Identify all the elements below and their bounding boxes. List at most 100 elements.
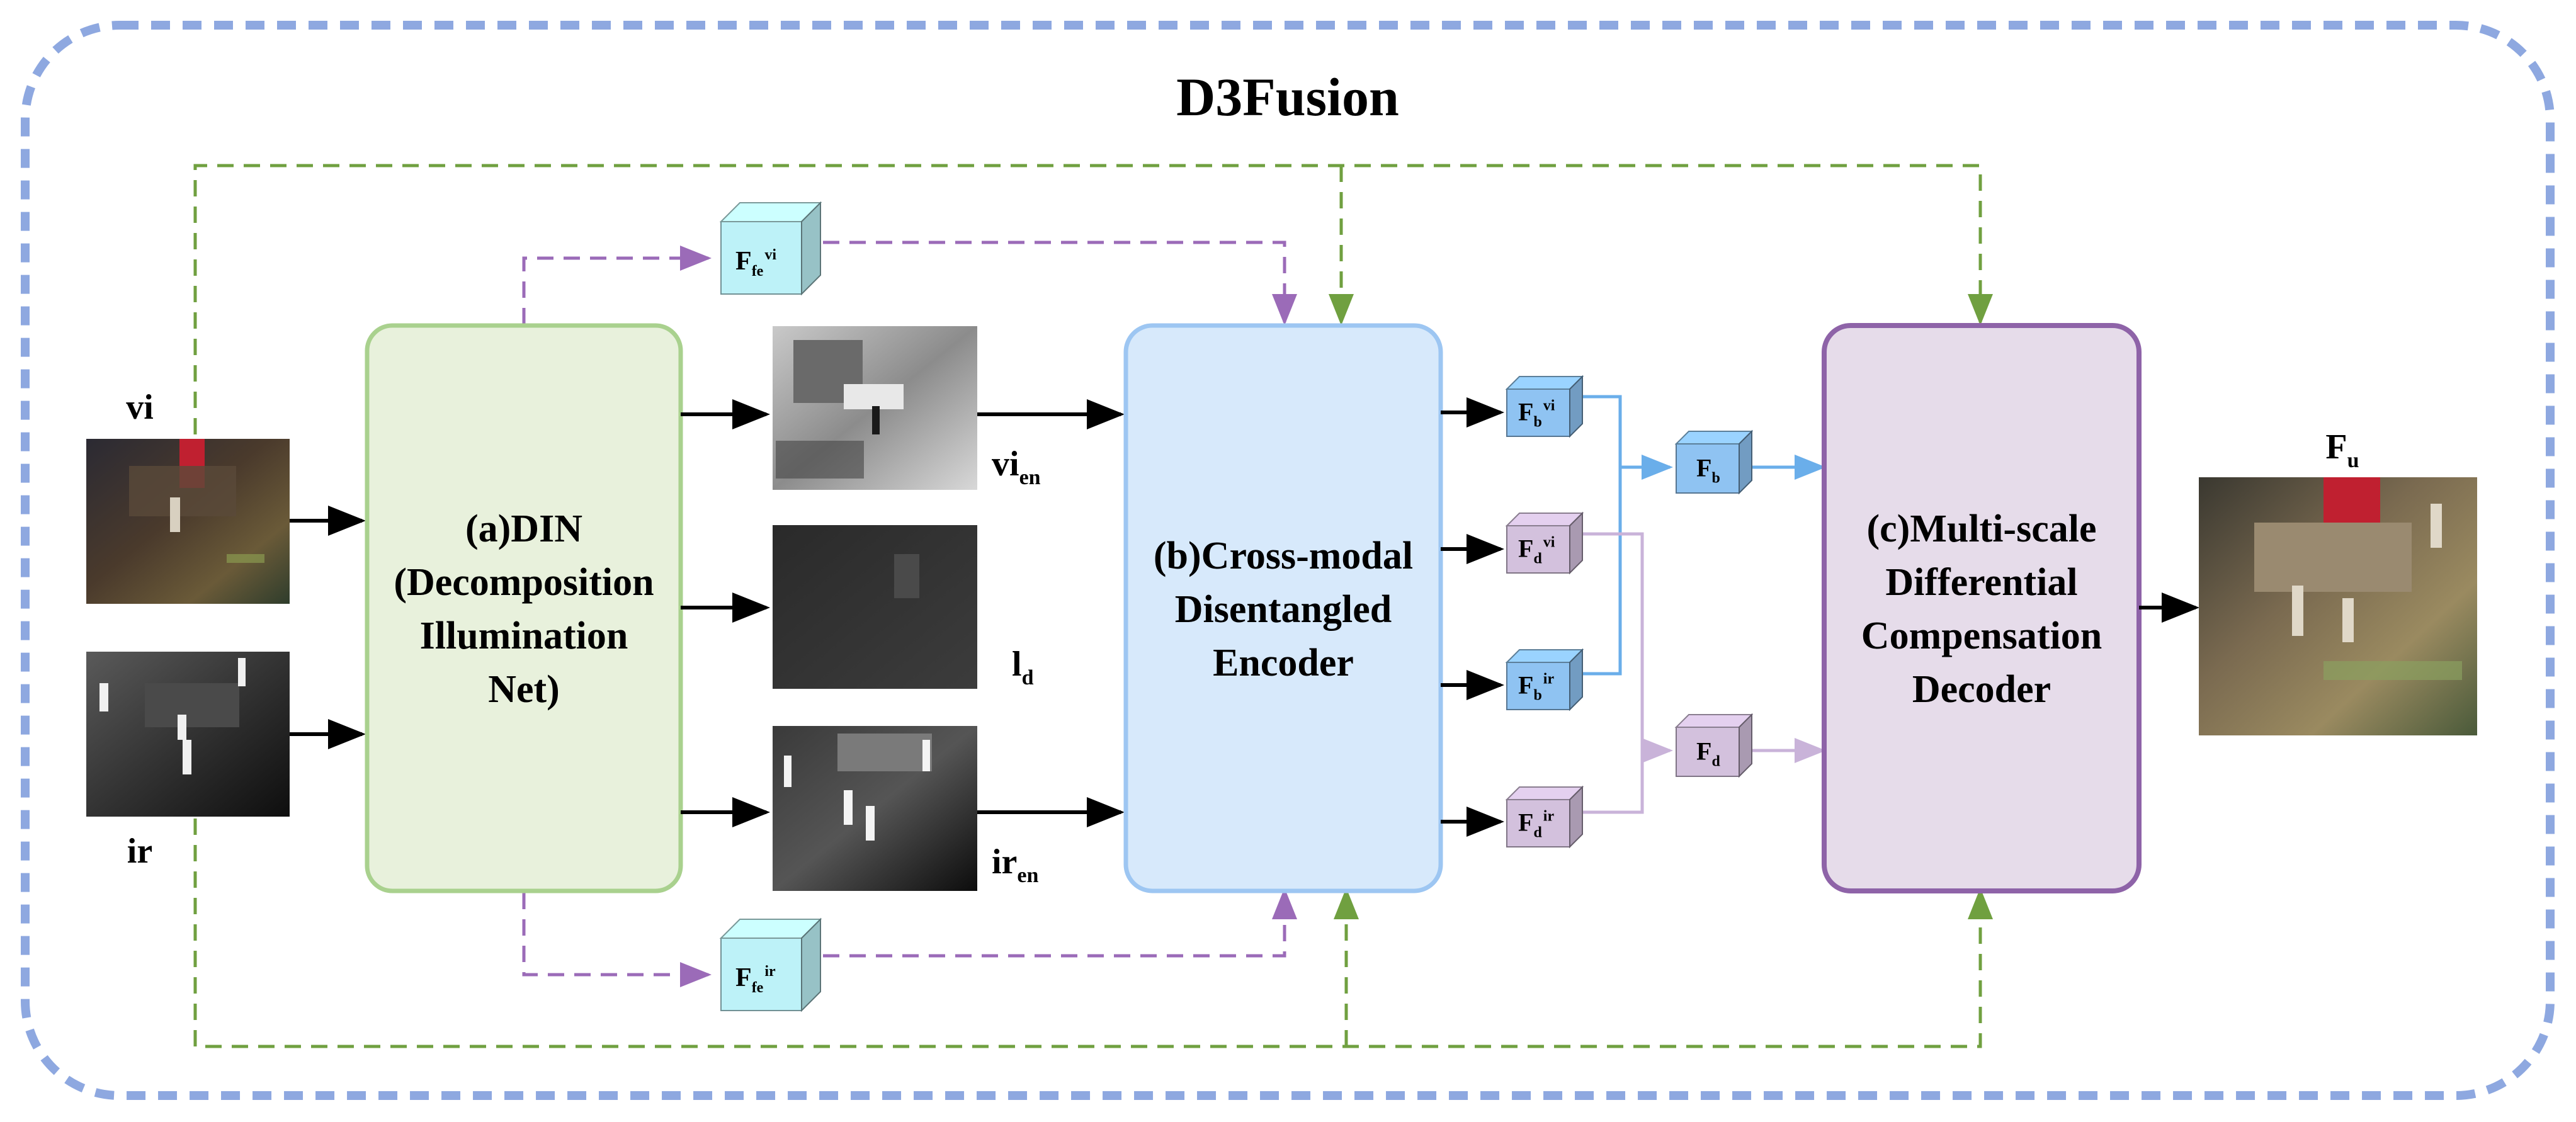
detail-merge-lines [1577,532,1826,814]
ffe-ir-cube-front [720,938,802,1011]
fu-label-base: F [2325,428,2347,467]
ffe-ir-to-encoder [823,888,1297,958]
decoder-line-1: (c)Multi-scale [1867,507,2097,550]
fb-vi-cube-label: Fbvi [1518,398,1555,431]
fu-label-sub: u [2347,449,2359,472]
ir-en-image [773,726,977,891]
ld-label-base: l [1012,645,1022,684]
ir-skip-bottom [193,819,1993,1048]
fb-vi-cube-label-base: F [1518,398,1533,426]
fd-vi-cube: Fdvi [1505,511,1584,575]
fb-ir-cube-side [1569,648,1583,711]
din-to-ffe-ir [522,893,712,987]
base-merge-lines [1577,395,1826,676]
din-line-2: (Decomposition [394,561,654,604]
vi-en-label: vien [992,445,1041,489]
fd-ir-cube-label-sup: ir [1543,808,1555,825]
fb-vi-cube: Fbvi [1505,375,1584,438]
fb-ir-cube-label-sup: ir [1543,671,1555,688]
fd-cube-side [1739,713,1752,778]
fb-ir-cube-label: Fbir [1518,671,1554,704]
vi-input-image [86,439,290,604]
din-line-4: Net) [488,668,560,711]
fdir-merge-line [1577,751,1644,814]
vi-label: vi [126,388,154,427]
ffe-vi-cube-label-sub: fe [752,263,764,280]
fb-vi-cube-side [1569,375,1583,438]
encoder-line-2: Disentangled [1175,588,1392,631]
fu-label: Fu [2325,428,2359,472]
ir-en-label-sub: en [1017,864,1038,887]
fb-cube-side [1739,429,1752,495]
ffe-ir-cube-label-base: F [735,963,752,992]
fd-ir-cube-label: Fdir [1518,808,1554,841]
din-to-ffe-vi [522,246,712,324]
fd-vi-cube-label-sup: vi [1543,535,1555,551]
ffe-ir-cube-label-sup: ir [764,963,776,980]
fused-output-image [2199,477,2477,735]
fbvi-merge-line [1577,395,1622,467]
vi-en-label-sub: en [1019,466,1041,489]
fd-vi-cube-side [1569,511,1583,575]
fb-ir-cube-label-sub: b [1533,688,1541,704]
encoder-block [1123,323,1443,893]
din-block [365,323,683,893]
ffe-ir-cube-side [801,917,821,1012]
din-output-arrows [681,399,770,827]
encoder-line-1: (b)Cross-modal [1154,535,1413,577]
ffe-ir-cube: Ffeir [719,917,822,1012]
ffe-ir-cube-label: Ffeir [735,963,776,996]
fbir-merge-line [1577,467,1622,676]
fb-cube: Fb [1674,429,1754,495]
fb-vi-cube-label-sub: b [1533,414,1541,431]
fb-cube-label: Fb [1696,453,1720,486]
fb-vi-cube-label-sup: vi [1543,398,1555,414]
fd-cube-label-sub: d [1711,753,1720,769]
fd-vi-cube-label-sub: d [1533,551,1542,567]
fb-ir-cube: Fbir [1505,648,1584,711]
decoder-line-4: Decoder [1912,668,2051,711]
fd-vi-cube-label: Fdvi [1518,535,1555,567]
ffe-vi-cube-label-base: F [735,247,752,276]
fd-cube-label-base: F [1696,737,1711,765]
din-line-1: (a)DIN [465,507,582,550]
input-arrows [290,506,366,749]
vi-en-image [773,326,977,490]
ld-label-sub: d [1022,666,1034,689]
diagram-title: D3Fusion [1176,67,1399,127]
fd-ir-cube-side [1569,785,1583,849]
ir-label: ir [127,832,152,871]
outer-container [21,21,2555,1100]
fb-ir-cube-label-base: F [1518,671,1533,700]
green-skip-connections [193,164,1993,1048]
ffe-vi-to-encoder [823,241,1297,326]
din-line-3: Illumination [420,615,628,657]
purple-feature-arrows [522,241,1297,987]
fd-ir-cube-label-sub: d [1533,825,1542,841]
fb-cube-label-base: F [1696,453,1711,482]
fd-cube-label: Fd [1696,737,1720,769]
ffe-vi-cube-front [720,221,802,295]
fd-ir-cube: Fdir [1505,785,1584,849]
fd-ir-cube-label-base: F [1518,808,1533,837]
ffe-ir-cube-label-sub: fe [752,980,764,996]
ir-input-image [86,652,290,817]
ld-image [773,525,977,689]
ld-label: ld [1012,645,1034,689]
fd-vi-cube-label-base: F [1518,535,1533,563]
encoder-input-arrows [977,399,1125,827]
vi-en-label-base: vi [992,445,1019,484]
decoder-line-2: Differential [1885,561,2077,604]
decoder-line-3: Compensation [1861,615,2102,657]
fb-cube-label-sub: b [1711,470,1720,486]
ffe-vi-cube-side [801,201,821,296]
decoder-block [1822,323,2142,893]
encoder-output-arrows [1441,397,1504,837]
encoder-line-3: Encoder [1213,642,1354,684]
ffe-vi-cube-label-sup: vi [764,247,776,263]
ir-en-label-base: ir [992,842,1017,881]
fd-cube: Fd [1674,713,1754,778]
ffe-vi-cube: Ffevi [719,201,822,296]
